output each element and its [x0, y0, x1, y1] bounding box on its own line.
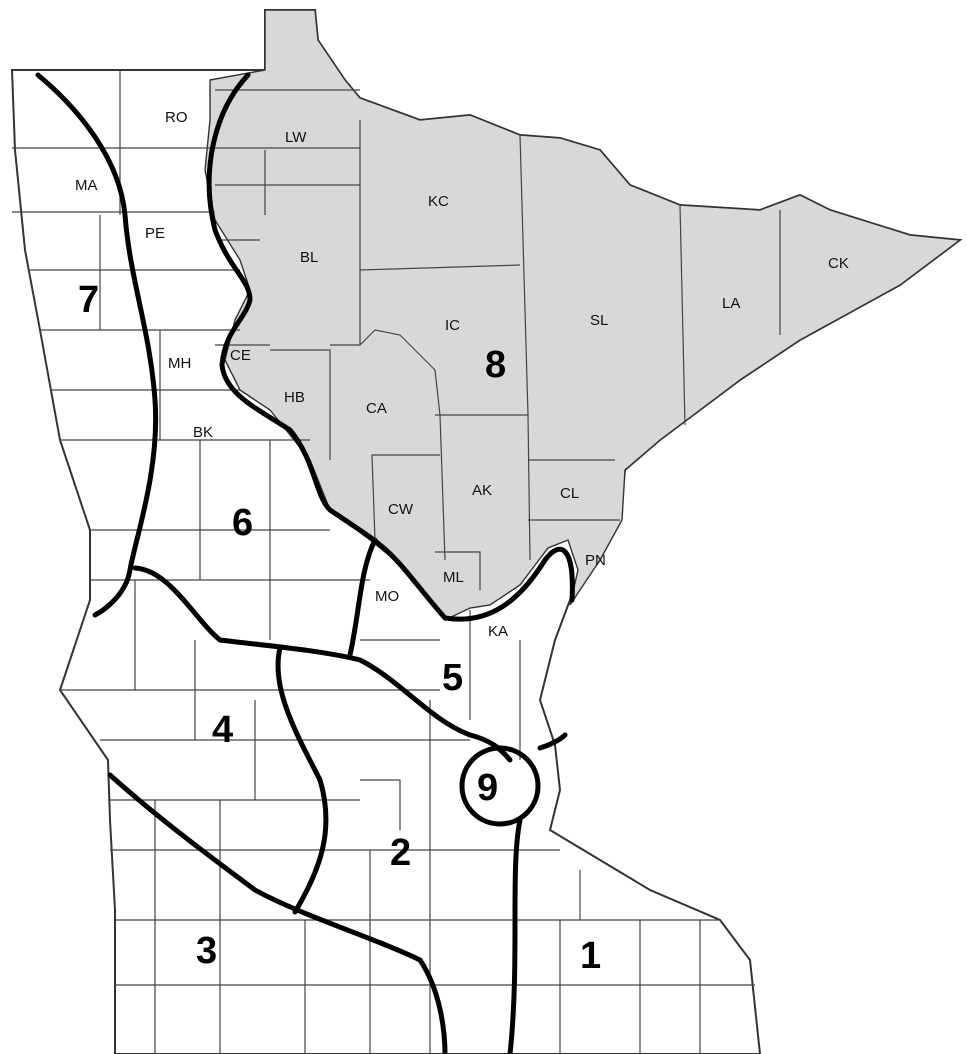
region-boundaries [35, 72, 575, 1054]
county-label-ka: KA [488, 623, 508, 640]
county-lines [12, 70, 781, 1054]
county-label-mh: MH [168, 355, 191, 372]
county-label-cl: CL [560, 485, 579, 502]
region-label-6: 6 [232, 502, 253, 544]
county-label-ce: CE [230, 347, 251, 364]
county-labels: RO LW MA KC PE BL CK IC SL LA MH CE HB C… [75, 109, 849, 640]
region-8-shaded-area [204, 9, 962, 621]
region-label-5: 5 [442, 657, 463, 699]
county-label-ml: ML [443, 569, 464, 586]
region-label-3: 3 [196, 930, 217, 972]
region-label-9: 9 [477, 767, 498, 809]
county-label-mo: MO [375, 588, 399, 605]
county-label-lw: LW [285, 129, 307, 146]
county-label-hb: HB [284, 389, 305, 406]
county-label-ic: IC [445, 317, 460, 334]
county-label-kc: KC [428, 193, 449, 210]
county-label-cw: CW [388, 501, 414, 518]
county-label-ak: AK [472, 482, 492, 499]
region-label-7: 7 [78, 279, 99, 321]
county-label-pe: PE [145, 225, 165, 242]
region-labels: 7 8 6 5 4 9 2 3 1 [78, 279, 601, 977]
region-9-circle [459, 745, 541, 827]
county-label-sl: SL [590, 312, 608, 329]
county-label-la: LA [722, 295, 740, 312]
county-label-pn: PN [585, 552, 606, 569]
region-label-8: 8 [485, 344, 506, 386]
county-label-ck: CK [828, 255, 849, 272]
region-label-4: 4 [212, 709, 233, 751]
county-label-bl: BL [300, 249, 318, 266]
county-label-bk: BK [193, 424, 213, 441]
region-label-2: 2 [390, 832, 411, 874]
county-label-ro: RO [165, 109, 188, 126]
county-label-ca: CA [366, 400, 387, 417]
county-label-ma: MA [75, 177, 98, 194]
region-label-1: 1 [580, 935, 601, 977]
